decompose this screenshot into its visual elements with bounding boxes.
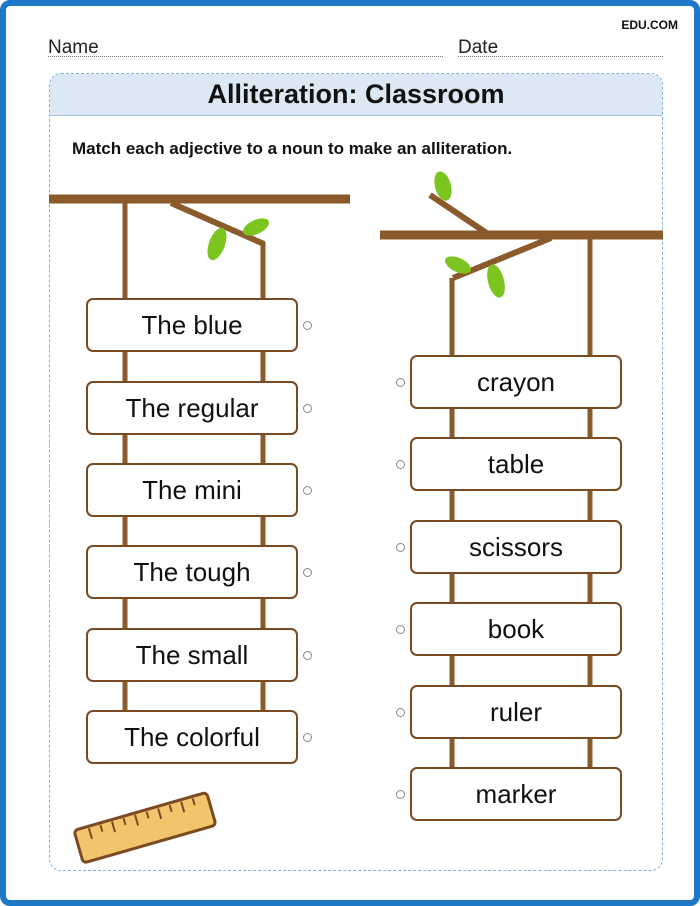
adjective-card[interactable]: The tough [86,545,298,599]
date-line [458,56,663,57]
adjective-match-dot[interactable] [303,486,312,495]
instruction-text: Match each adjective to a noun to make a… [72,139,513,158]
noun-match-dot[interactable] [396,790,405,799]
noun-match-dot[interactable] [396,460,405,469]
adjective-match-dot[interactable] [303,733,312,742]
adjective-match-dot[interactable] [303,651,312,660]
adjective-match-dot[interactable] [303,321,312,330]
noun-card[interactable]: book [410,602,622,656]
date-label: Date [458,37,499,58]
adjective-match-dot[interactable] [303,404,312,413]
noun-match-dot[interactable] [396,708,405,717]
adjective-match-dot[interactable] [303,568,312,577]
ruler-icon [73,791,217,864]
noun-match-dot[interactable] [396,543,405,552]
noun-match-dot[interactable] [396,625,405,634]
noun-match-dot[interactable] [396,378,405,387]
leaf-icon [207,218,270,261]
tree-branch-icon [49,194,350,247]
name-label: Name [48,37,99,58]
adjective-card[interactable]: The small [86,628,298,682]
worksheet-title: Alliteration: Classroom [50,74,662,116]
adjective-card[interactable]: The mini [86,463,298,517]
adjective-card[interactable]: The regular [86,381,298,435]
noun-card[interactable]: table [410,437,622,491]
noun-card[interactable]: marker [410,767,622,821]
adjective-card[interactable]: The blue [86,298,298,352]
noun-card[interactable]: crayon [410,355,622,409]
adjective-card[interactable]: The colorful [86,710,298,764]
noun-card[interactable]: ruler [410,685,622,739]
name-line [48,56,443,57]
tree-branch-icon [380,192,663,281]
leaf-icon [434,171,505,298]
noun-card[interactable]: scissors [410,520,622,574]
brand-logo: EDU.COM [621,18,678,32]
